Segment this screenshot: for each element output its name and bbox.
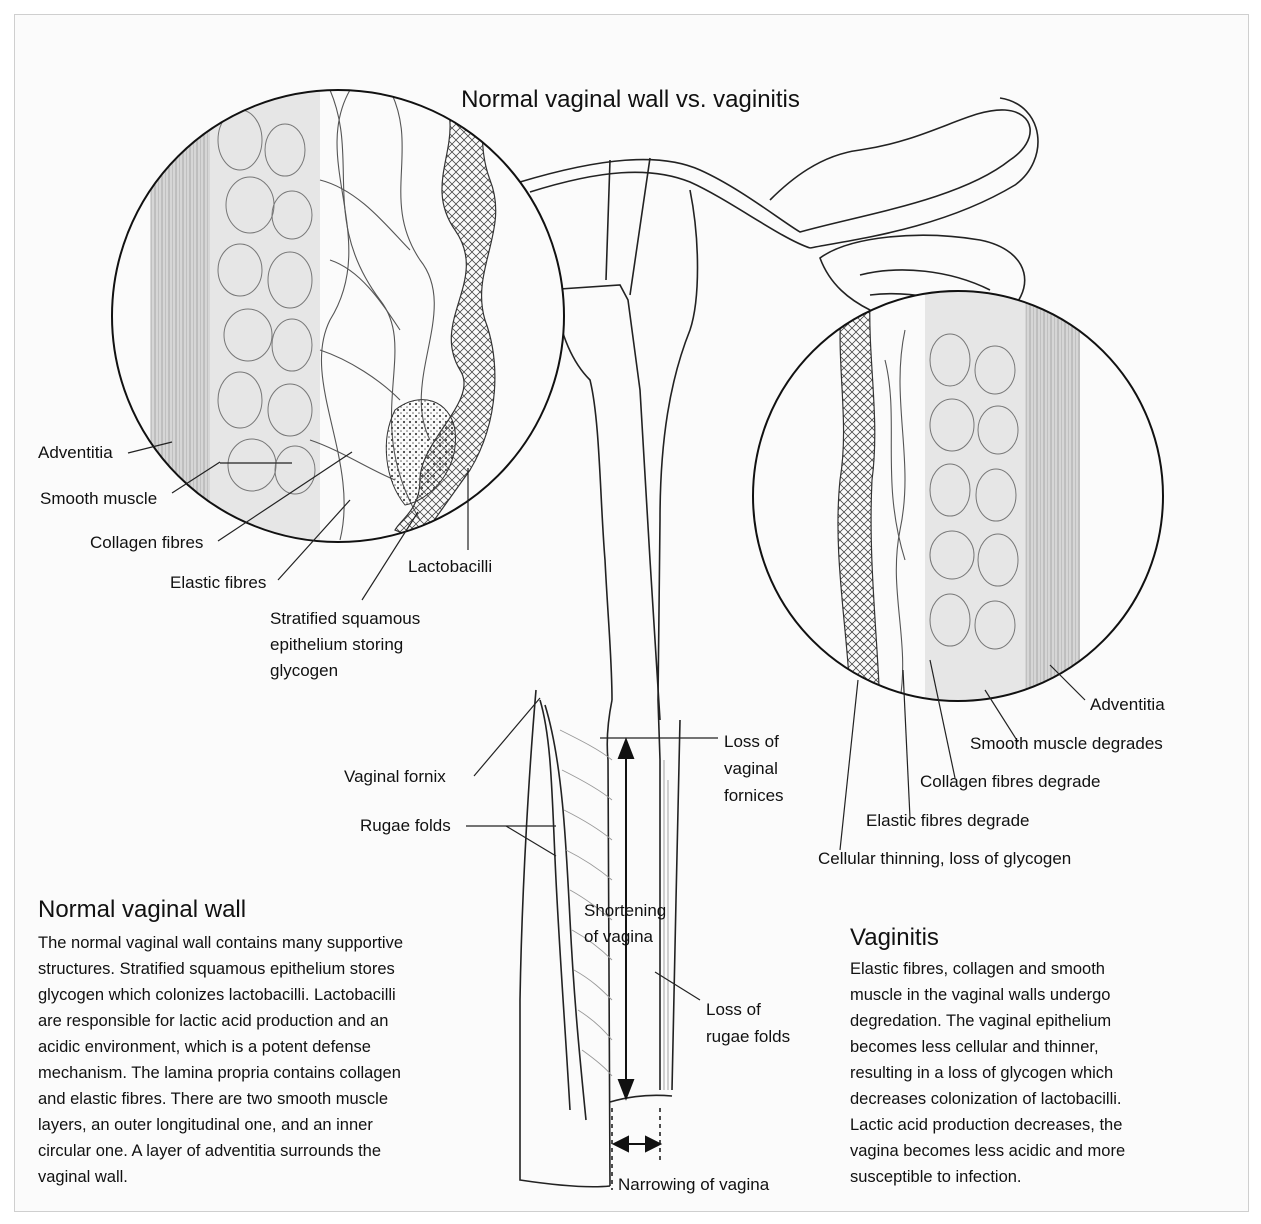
label-collagen-degrade: Collagen fibres degrade: [920, 771, 1101, 793]
label-lactobacilli: Lactobacilli: [408, 556, 492, 578]
narrowing-arrow: [614, 1137, 660, 1151]
normal-wall-magnified: [100, 80, 580, 560]
label-loss-fornices: Loss of vaginal fornices: [724, 728, 784, 809]
label-rugae-folds: Rugae folds: [360, 815, 451, 837]
label-narrowing: Narrowing of vagina: [618, 1174, 769, 1196]
label-collagen-fibres: Collagen fibres: [90, 532, 203, 554]
label-elastic-fibres: Elastic fibres: [170, 572, 266, 594]
vaginitis-wall-magnified: [750, 290, 1170, 710]
label-vaginal-fornix: Vaginal fornix: [344, 766, 446, 788]
label-adventitia-normal: Adventitia: [38, 442, 113, 464]
normal-heading: Normal vaginal wall: [38, 896, 246, 924]
vaginitis-body: Elastic fibres, collagen and smooth musc…: [850, 956, 1125, 1190]
label-elastic-degrade: Elastic fibres degrade: [866, 810, 1029, 832]
label-epithelium: Stratified squamous epithelium storing g…: [270, 606, 420, 684]
label-shortening: Shortening of vagina: [584, 898, 666, 950]
label-adventitia-vaginitis: Adventitia: [1090, 694, 1165, 716]
label-cellular-thinning: Cellular thinning, loss of glycogen: [818, 848, 1071, 870]
vaginitis-heading: Vaginitis: [850, 924, 939, 952]
label-smooth-muscle: Smooth muscle: [40, 488, 157, 510]
label-smooth-muscle-degrades: Smooth muscle degrades: [970, 733, 1163, 755]
normal-body: The normal vaginal wall contains many su…: [38, 930, 403, 1190]
diagram-title: Normal vaginal wall vs. vaginitis: [0, 86, 1261, 114]
label-loss-rugae: Loss of rugae folds: [706, 996, 790, 1050]
